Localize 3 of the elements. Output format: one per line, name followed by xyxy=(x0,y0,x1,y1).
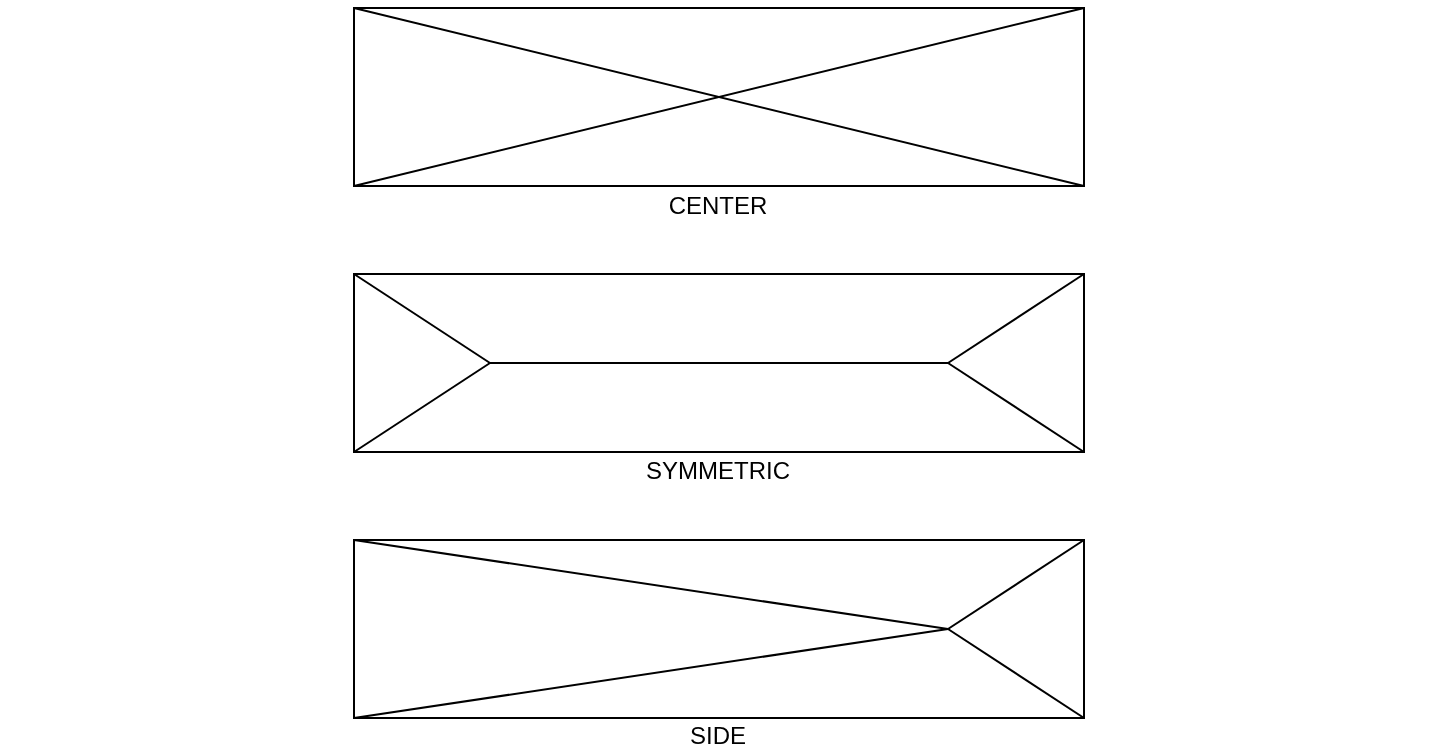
caption-label: SYMMETRIC xyxy=(645,457,791,485)
caption-label: SIDE xyxy=(689,722,747,750)
caption-label: CENTER xyxy=(667,192,769,220)
